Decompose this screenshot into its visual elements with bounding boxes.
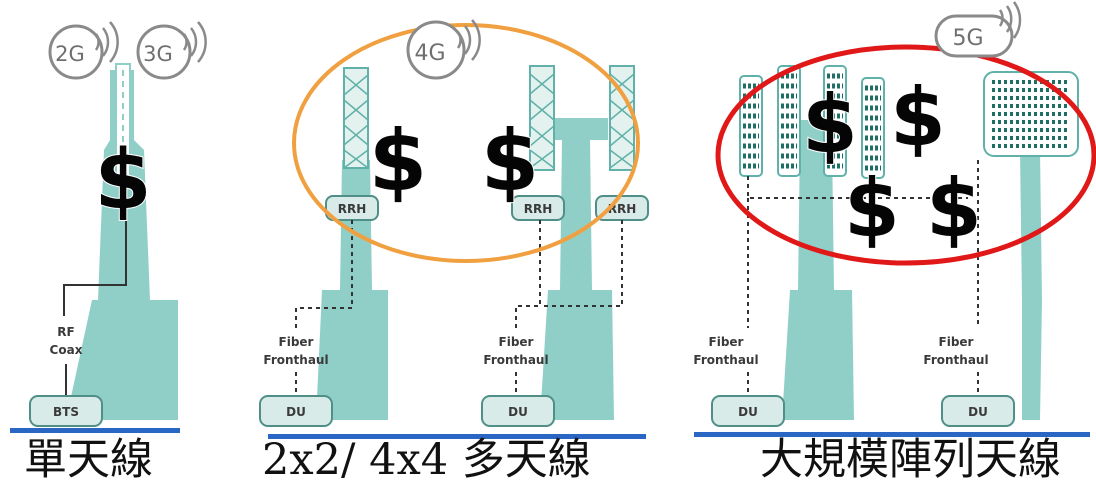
tower-2g3g [66, 70, 178, 420]
cost-dollar-sign: $ [802, 78, 858, 171]
rf-label: RF [57, 325, 74, 339]
cost-dollar-sign: $ [94, 133, 151, 228]
ground-line [10, 428, 180, 433]
signal-waves-icon [182, 21, 207, 63]
tower-5g-left [782, 120, 854, 420]
cost-dollar-sign: $ [369, 112, 427, 210]
highlight-ring-5g [715, 44, 1096, 266]
caption-massive-array-antenna: 大規模陣列天線 [760, 435, 1061, 485]
rf-coax-cable [63, 170, 127, 316]
caption-multi-antenna: 2x2/ 4x4 多天線 [262, 435, 591, 485]
massive-mimo-panel [739, 65, 1079, 179]
fronthaul-label: Fronthaul [263, 353, 328, 367]
du-label: DU [738, 405, 758, 419]
tower-4g-left [316, 160, 388, 420]
cost-dollar-sign: $ [926, 162, 982, 255]
antenna-panel [343, 67, 369, 169]
fiber-label: Fiber [709, 335, 744, 349]
badge-2g: 2G [48, 21, 119, 80]
ground-line [268, 434, 646, 439]
fiber-label: Fiber [279, 335, 314, 349]
du-label: DU [968, 405, 988, 419]
cost-dollar-sign: $ [844, 162, 900, 255]
fiber-fronthaul-line [515, 220, 541, 328]
panel-2g-3g: RF Coax BTS 2G 3G $ [10, 21, 207, 433]
fronthaul-label: Fronthaul [923, 353, 988, 367]
ground-line [694, 432, 1090, 437]
fiber-fronthaul-line [295, 220, 353, 328]
fronthaul-label: Fronthaul [693, 353, 758, 367]
badge-5g: 5G [934, 1, 1022, 58]
badge-4g-label: 4G [414, 41, 445, 66]
rrh-label: RRH [608, 202, 637, 216]
du-box [259, 395, 333, 427]
cost-dollar-sign: $ [481, 112, 539, 210]
highlight-ring-4g [292, 23, 640, 263]
du-label: DU [508, 405, 528, 419]
rrh-label: RRH [338, 202, 367, 216]
du-label: DU [286, 405, 306, 419]
bts-box [29, 395, 103, 427]
cost-dollar-sign: $ [890, 71, 946, 164]
signal-waves-icon [94, 21, 119, 63]
antenna-mast-2g3g [115, 63, 131, 185]
du-box [481, 395, 555, 427]
tower-4g-right [540, 118, 614, 420]
badge-3g: 3G [136, 21, 207, 80]
coax-label: Coax [50, 343, 83, 357]
badge-2g-label: 2G [55, 42, 85, 66]
panel-5g: Fiber Fronthaul Fiber Fronthaul DU DU 5G… [693, 1, 1096, 437]
fiber-label: Fiber [499, 335, 534, 349]
du-box [941, 395, 1015, 427]
badge-5g-label: 5G [952, 26, 983, 51]
fiber-fronthaul-line [747, 176, 968, 199]
fronthaul-label: Fronthaul [483, 353, 548, 367]
caption-single-antenna: 單天線 [24, 435, 153, 485]
rrh-box [511, 195, 565, 221]
du-box [711, 395, 785, 427]
rrh-label: RRH [524, 202, 553, 216]
tower-5g-right [1020, 150, 1042, 420]
signal-waves-icon [998, 1, 1022, 39]
bts-label: BTS [53, 405, 79, 419]
fiber-label: Fiber [939, 335, 974, 349]
badge-3g-label: 3G [143, 42, 173, 66]
signal-waves-icon [456, 19, 481, 61]
badge-4g: 4G [406, 19, 481, 80]
panel-4g: RRH RRH RRH Fiber Fronthaul Fiber Fronth… [259, 19, 649, 439]
antenna-panel [529, 65, 555, 171]
